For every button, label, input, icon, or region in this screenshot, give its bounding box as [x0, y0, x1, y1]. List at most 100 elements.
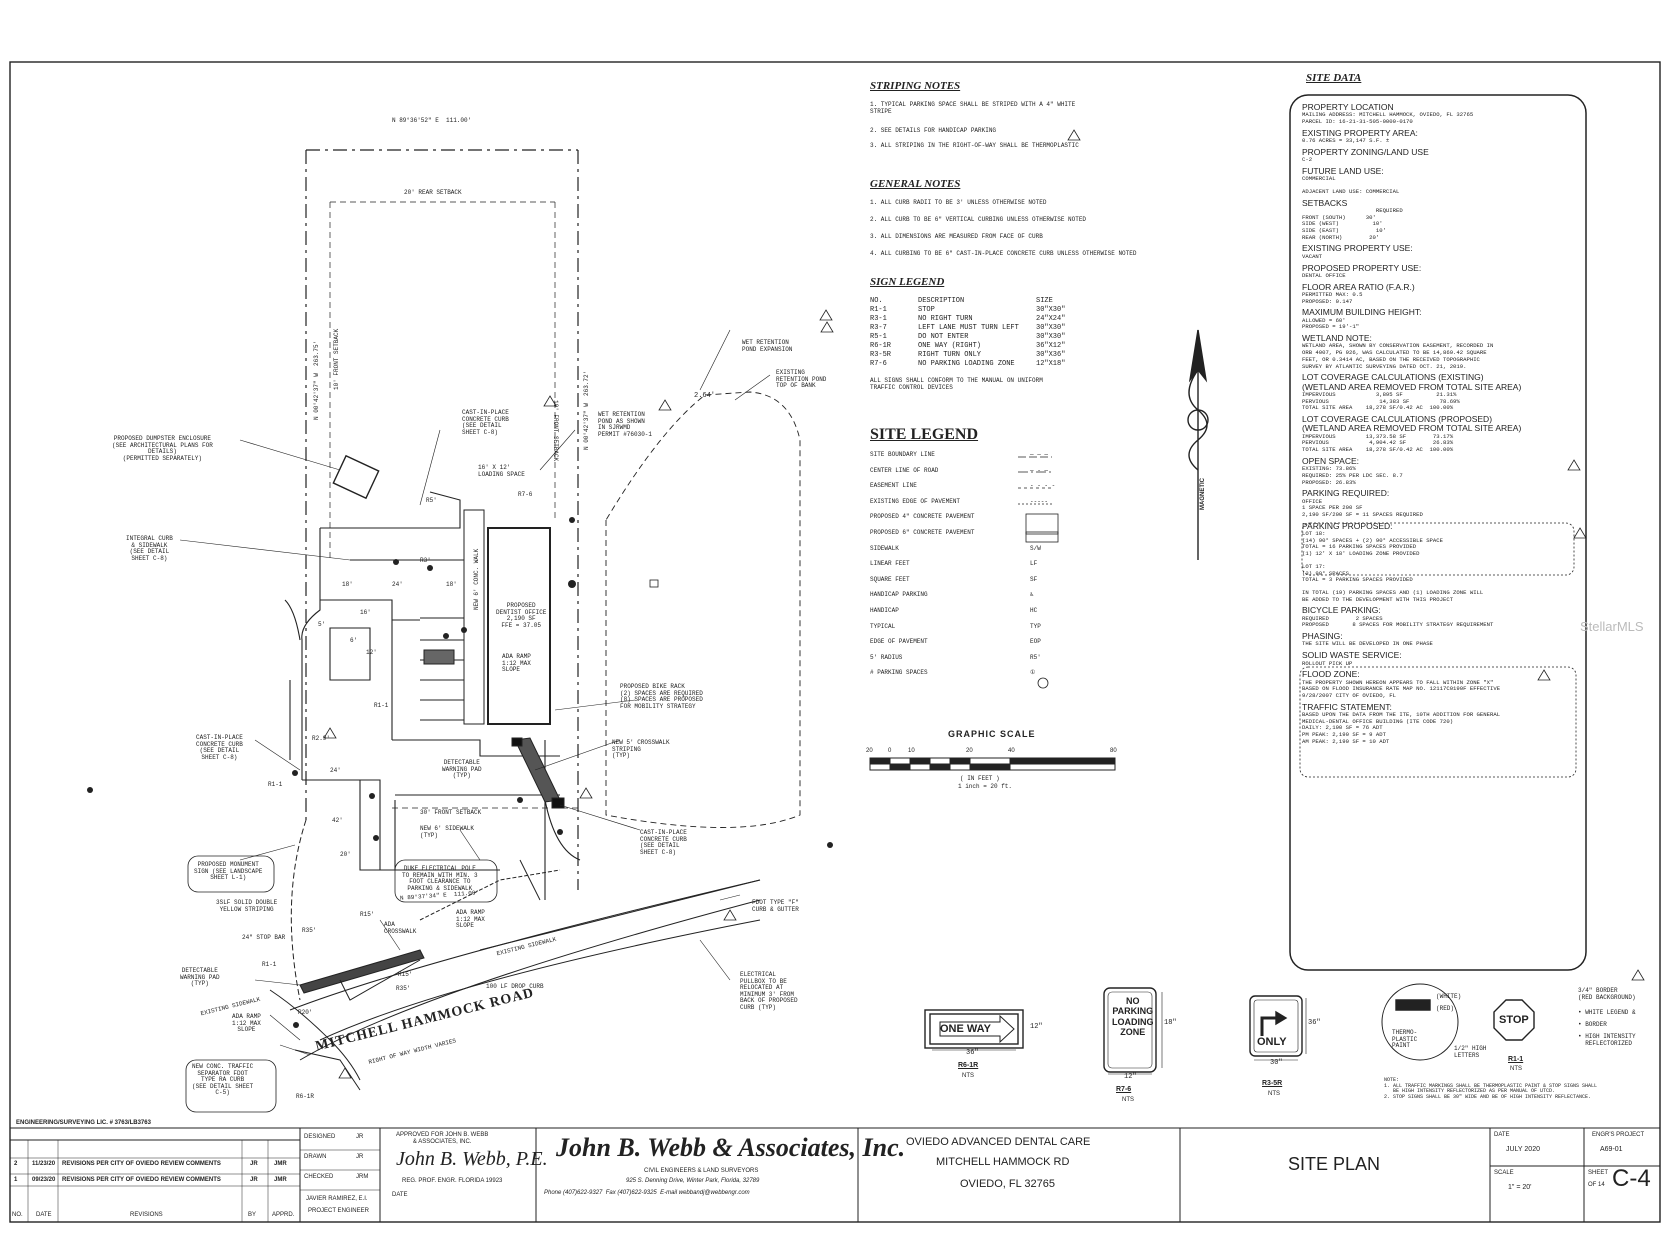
site-legend-label: EDGE OF PAVEMENT: [870, 638, 928, 646]
site-legend-symbol: R5': [1030, 653, 1041, 661]
site-data-line: SIDE (EAST) 10': [1302, 227, 1386, 235]
sign-legend-cell: 30"X30": [1036, 333, 1066, 341]
building-label: PROPOSED DENTIST OFFICE 2,190 SF FFE = 3…: [496, 602, 547, 629]
cast-curb-bottom-label: CAST-IN-PLACE CONCRETE CURB (SEE DETAIL …: [640, 829, 687, 856]
site-data-line: ROLLOUT PICK UP: [1302, 659, 1353, 667]
site-data-heading: WETLAND NOTE:: [1302, 333, 1372, 344]
firm-address: 925 S. Denning Drive, Winter Park, Flori…: [626, 1178, 760, 1184]
checked-by: JRM: [356, 1174, 369, 1180]
project-number-head: ENGR'S PROJECT: [1592, 1132, 1645, 1138]
site-data-line: LOT 17:: [1302, 562, 1326, 570]
striping-notes-title: STRIPING NOTES: [870, 80, 961, 92]
site-data-line: TOTAL = 3 PARKING SPACES PROVIDED: [1302, 576, 1413, 584]
one-way-sign-width: 36": [966, 1049, 979, 1057]
sheet-of: OF 14: [1588, 1182, 1605, 1188]
site-legend-symbol: — - —: [1030, 466, 1049, 474]
only-sign-face: ONLY: [1257, 1036, 1287, 1048]
site-legend-label: EASEMENT LINE: [870, 482, 917, 490]
stop-sign-face: STOP: [1499, 1014, 1529, 1026]
site-legend-label: 5' RADIUS: [870, 653, 903, 661]
checked-label: CHECKED: [304, 1174, 334, 1180]
site-data-line: PARCEL ID: 16-21-31-505-0000-0170: [1302, 118, 1413, 126]
sign-legend-cell: STOP: [918, 306, 935, 314]
revision-cell: 1: [14, 1177, 18, 1183]
general-note-4: 4. ALL CURBING TO BE 6" CAST-IN-PLACE CO…: [870, 250, 1137, 257]
sign-legend-title: SIGN LEGEND: [870, 276, 945, 288]
stop-detail-thermo: THERMO- PLASTIC PAINT: [1392, 1029, 1418, 1050]
front-setback-30-label: 30' FRONT SETBACK: [420, 809, 482, 816]
firm-contact: Phone (407)622-9327 Fax (407)622-9325 E-…: [544, 1190, 750, 1196]
mitchell-hammock-road: [269, 819, 761, 1091]
sign-legend-cell: NO RIGHT TURN: [918, 315, 973, 323]
new-sidewalk-label: NEW 6' SIDEWALK (TYP): [420, 825, 475, 839]
site-data-line: AM PEAK: 2,190 SF = 10 ADT: [1302, 737, 1390, 745]
general-note-2: 2. ALL CURB TO BE 6" VERTICAL CURBING UN…: [870, 216, 1087, 223]
revision-cell: 11/23/20: [32, 1161, 56, 1167]
west-bearing-label: N 00°42'37" W 263.75': [313, 340, 320, 420]
plan-dimension: 20': [340, 851, 351, 858]
license-number: ENGINEERING/SURVEYING LIC. # 3763/LB3763: [16, 1120, 151, 1126]
sign-legend-cell: 30"X30": [1036, 306, 1066, 314]
site-legend-label: LINEAR FEET: [870, 560, 910, 568]
north-arrow-label: MAGNETIC: [1200, 478, 1206, 510]
sign-detail-drawings: [924, 983, 1535, 1075]
site-legend-title: SITE LEGEND: [870, 426, 979, 443]
plan-dimension: R15': [360, 911, 375, 918]
no-parking-sign-code: R7-6: [1116, 1086, 1132, 1093]
revision-cell: REVISIONS PER CITY OF OVIEDO REVIEW COMM…: [62, 1177, 221, 1183]
rev-head-date: DATE: [36, 1212, 52, 1218]
sign-legend-col-size: SIZE: [1036, 297, 1053, 305]
site-data-line: PROPOSED: 0.147: [1302, 297, 1353, 305]
site-data-line: BE ADDED TO THE DEVELOPMENT WITH THIS PR…: [1302, 595, 1454, 603]
site-data-line: (1) 12' X 18' LOADING ZONE PROVIDED: [1302, 550, 1420, 558]
designed-by: JR: [356, 1134, 364, 1140]
site-data-line: FEET, OR 0.3414 AC, BASED ON THE RECEIVE…: [1302, 355, 1480, 363]
site-data-heading: FUTURE LAND USE:: [1302, 165, 1384, 176]
site-data-line: OFFICE: [1302, 497, 1323, 505]
plan-dimension: 24': [392, 581, 403, 588]
watermark: StellarMLS: [1580, 619, 1644, 634]
site-data-heading: PROPERTY LOCATION: [1302, 102, 1394, 112]
plan-dimension: 12': [366, 649, 377, 656]
site-legend-symbol: SF: [1030, 575, 1038, 583]
project-name: OVIEDO ADVANCED DENTAL CARE: [906, 1136, 1091, 1148]
sign-legend-cell: R1-1: [870, 306, 887, 314]
site-data-line: REQUIRED: 25% PER LDC SEC. 8.7: [1302, 471, 1403, 479]
plan-dimension: R5': [426, 497, 437, 504]
site-data-heading: PHASING:: [1302, 631, 1343, 642]
graphic-scale-tick: 80: [1110, 748, 1117, 754]
site-legend-symbol: S/W: [1030, 544, 1041, 552]
site-data-line: 9/28/2007 CITY OF OVIEDO, FL: [1302, 691, 1396, 699]
cast-curb-left-label: CAST-IN-PLACE CONCRETE CURB (SEE DETAIL …: [196, 734, 243, 761]
site-data-line: DENTAL OFFICE: [1302, 271, 1346, 279]
ada-ramp-3-label: ADA RAMP 1:12 MAX SLOPE: [232, 1013, 261, 1034]
site-data-heading: FLOOR AREA RATIO (F.A.R.): [1302, 281, 1415, 292]
parking-lot-outline: [284, 491, 581, 900]
sign-legend-cell: NO PARKING LOADING ZONE: [918, 360, 1015, 368]
stop-detail-border: 3/4" BORDER (RED BACKGROUND): [1578, 987, 1636, 1001]
site-data-line: MEDICAL-DENTAL OFFICE BUILDING (ITE CODE…: [1302, 717, 1454, 725]
site-data-heading: PARKING PROPOSED:: [1302, 520, 1393, 531]
plan-dimension: 5': [318, 621, 326, 628]
sheet-head: SHEET: [1588, 1170, 1609, 1176]
graphic-scale-tick: 20: [866, 748, 873, 754]
site-data-heading: FLOOD ZONE:: [1302, 669, 1360, 680]
site-data-heading: EXISTING PROPERTY AREA:: [1302, 127, 1418, 138]
site-data-heading: TRAFFIC STATEMENT:: [1302, 701, 1392, 712]
sign-tag-3: R1-1: [262, 961, 277, 968]
stop-bar-label: 24" STOP BAR: [242, 934, 286, 941]
plan-dimension: 42': [332, 817, 343, 824]
site-data-line: IMPERVIOUS 3,895 SF 21.31%: [1302, 390, 1457, 398]
graphic-scale-tick: 0: [888, 748, 892, 754]
stop-detail-letters: 1/2" HIGH LETTERS: [1454, 1045, 1487, 1059]
retention-pond: [605, 391, 801, 828]
north-arrow: [1187, 329, 1209, 560]
site-data-heading: PROPERTY ZONING/LAND USE: [1302, 146, 1429, 157]
engineer-name: JAVIER RAMIREZ, E.I.: [306, 1196, 368, 1202]
site-data-line: IMPERVIOUS 13,373.58 SF 73.17%: [1302, 432, 1454, 440]
site-data-line: PM PEAK: 2,190 SF = 9 ADT: [1302, 731, 1386, 739]
